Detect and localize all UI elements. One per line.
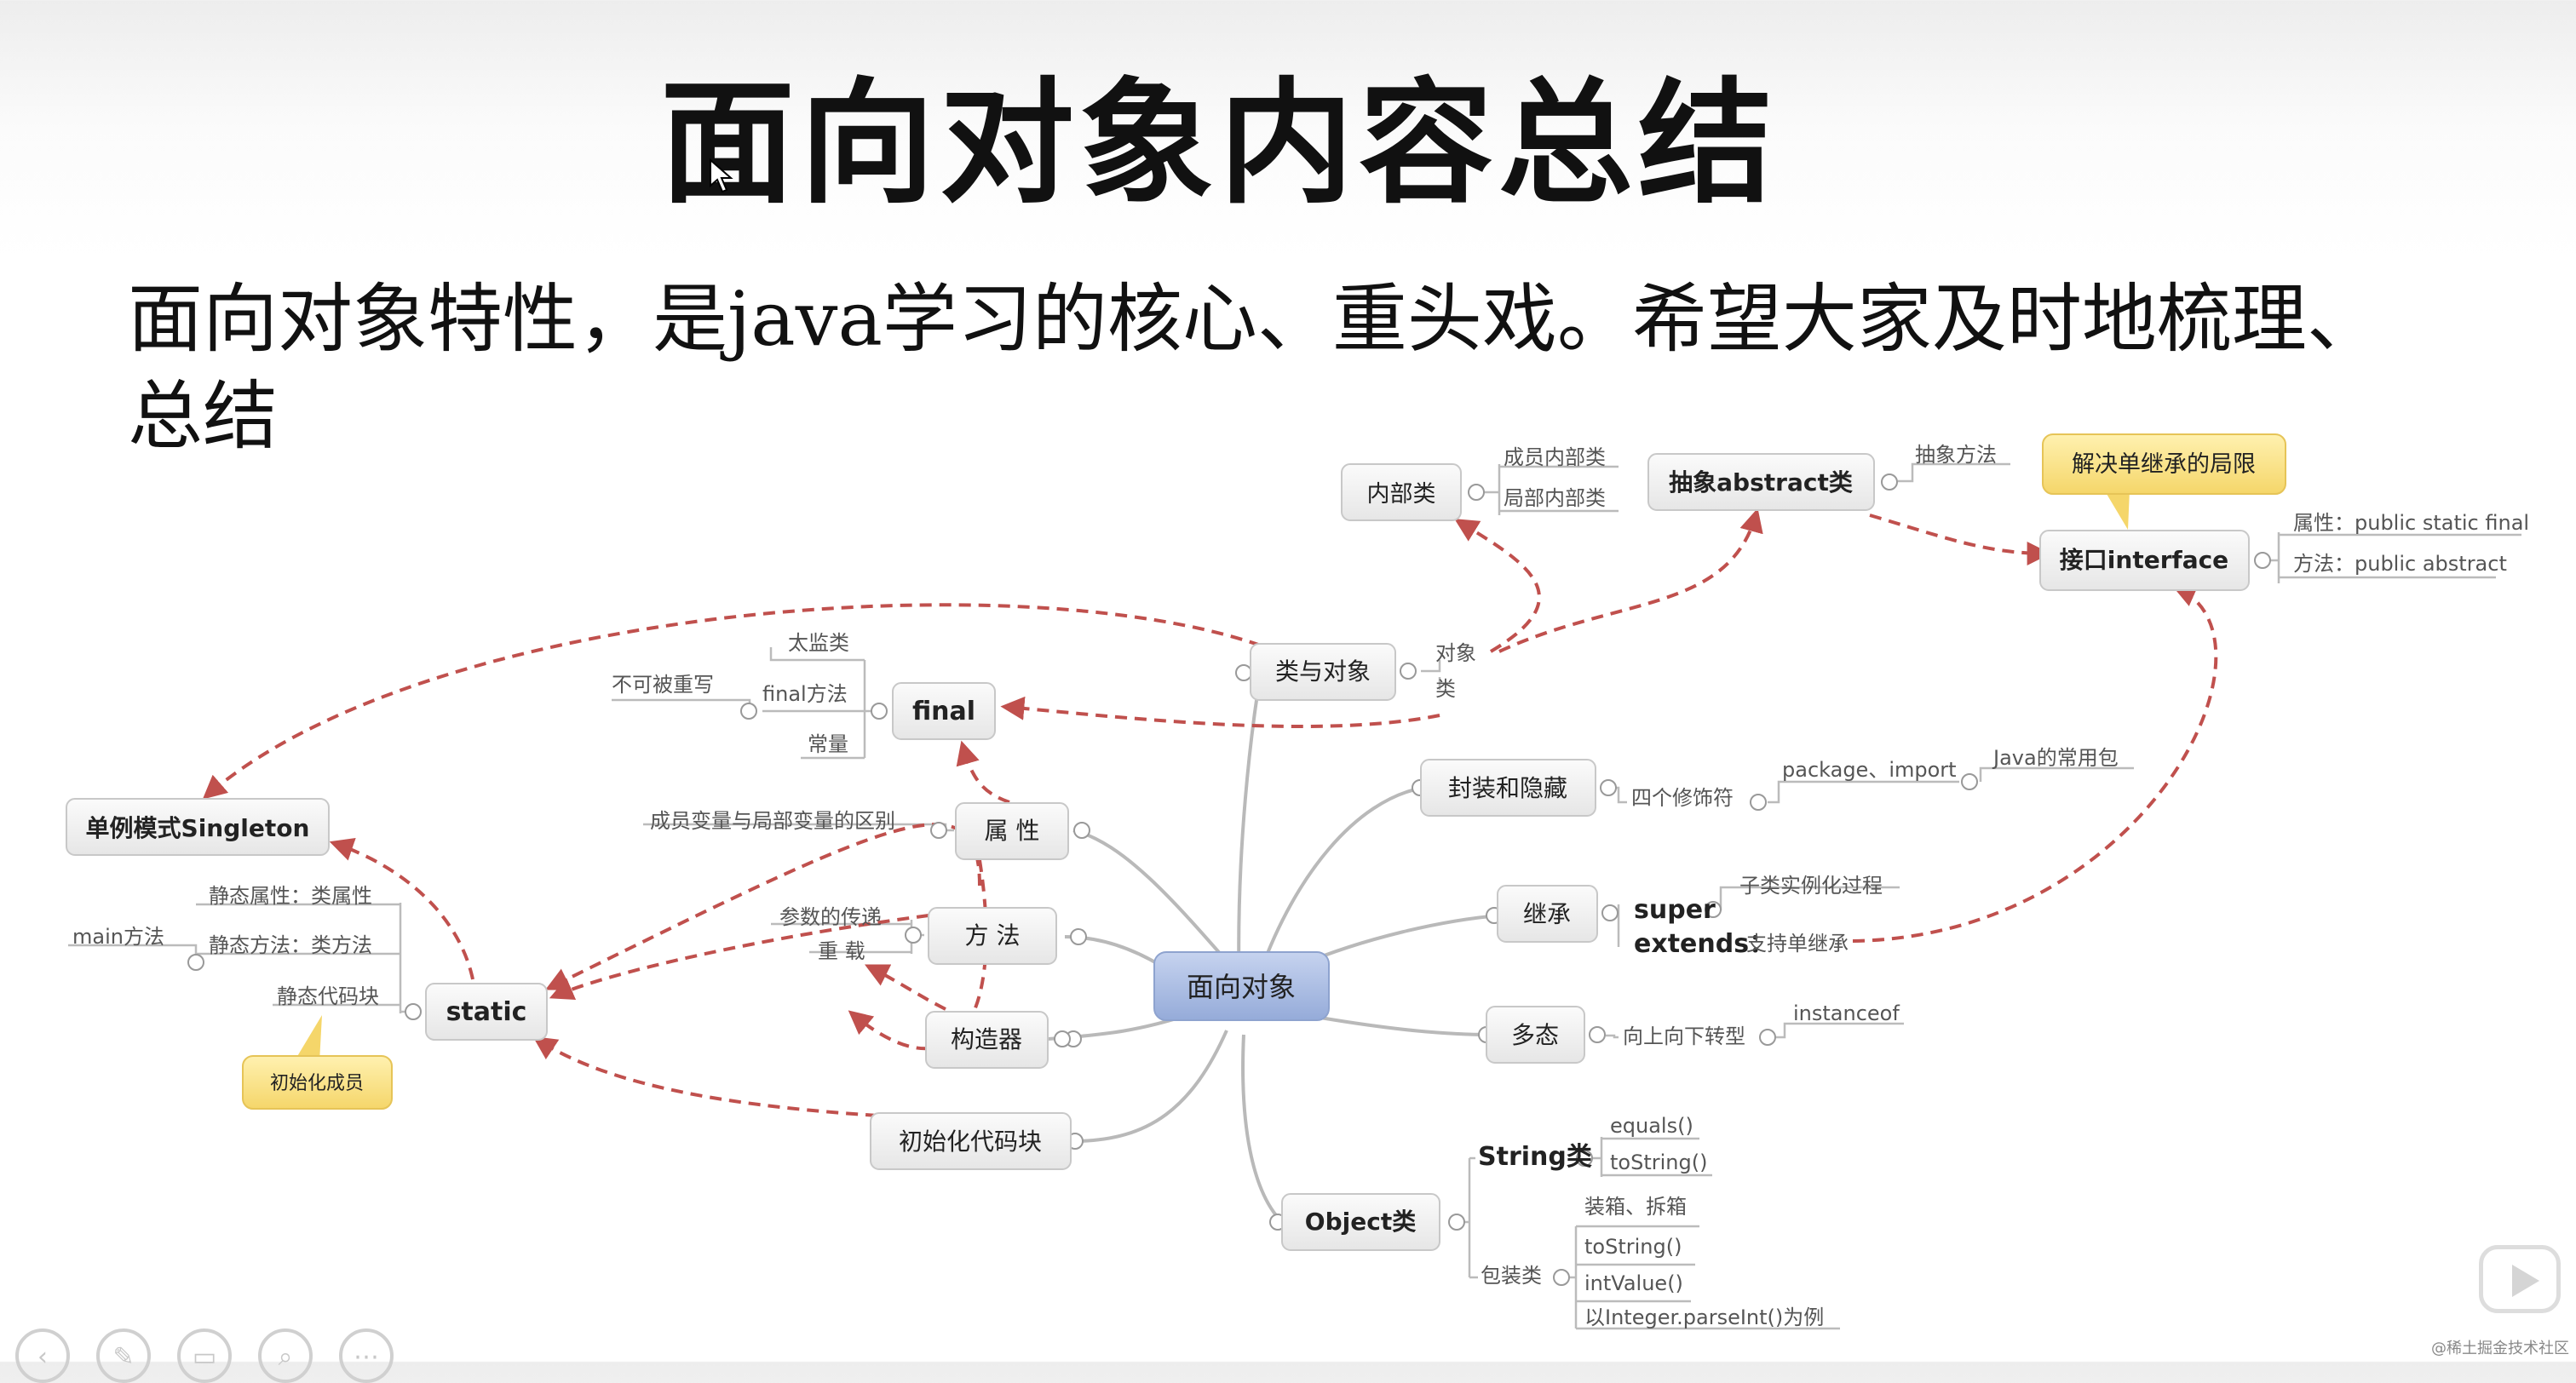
cursor-icon xyxy=(710,158,733,193)
relation-arrows xyxy=(202,508,2218,1117)
node-inner-class[interactable]: 内部类 xyxy=(1367,481,1436,508)
node-subclass-instantiation[interactable]: 子类实例化过程 xyxy=(1739,874,1883,898)
node-init-block[interactable]: 初始化代码块 xyxy=(899,1128,1042,1156)
node-constant[interactable]: 常量 xyxy=(808,732,848,756)
callout-single-inheritance: 解决单继承的局限 xyxy=(2072,451,2256,478)
node-static-method[interactable]: 静态方法：类方法 xyxy=(209,933,372,957)
node-param-passing[interactable]: 参数的传递 xyxy=(779,905,882,929)
node-member-vs-local-var[interactable]: 成员变量与局部变量的区别 xyxy=(650,809,895,833)
node-four-modifiers[interactable]: 四个修饰符 xyxy=(1631,786,1734,810)
node-constructor[interactable]: 构造器 xyxy=(951,1025,1022,1053)
node-interface-fields[interactable]: 属性：public static final xyxy=(2293,511,2529,535)
branch-lines xyxy=(1047,672,1500,1224)
node-singleton[interactable]: 单例模式Singleton xyxy=(86,814,310,842)
node-final-method[interactable]: final方法 xyxy=(762,682,848,706)
node-local-inner-class[interactable]: 局部内部类 xyxy=(1504,486,1606,510)
callout-pointer-static xyxy=(294,1015,322,1062)
node-overload[interactable]: 重 载 xyxy=(818,939,865,963)
node-object[interactable]: 对象 xyxy=(1435,641,1476,665)
node-final[interactable]: final xyxy=(912,697,975,726)
node-cannot-override[interactable]: 不可被重写 xyxy=(612,673,714,697)
node-string-class[interactable]: String类 xyxy=(1478,1142,1592,1172)
callout-pointer-interface xyxy=(2104,490,2130,530)
node-boxes xyxy=(66,433,2286,1251)
more-icon[interactable]: ⋯ xyxy=(339,1328,394,1383)
node-class[interactable]: 类 xyxy=(1435,677,1456,701)
prev-icon[interactable]: ‹ xyxy=(15,1328,70,1383)
node-wrapper-tostring[interactable]: toString() xyxy=(1584,1235,1682,1259)
node-inheritance[interactable]: 继承 xyxy=(1523,900,1571,928)
node-member-inner-class[interactable]: 成员内部类 xyxy=(1504,445,1606,469)
watermark: @稀土掘金技术社区 xyxy=(2431,1340,2569,1357)
node-string-tostring[interactable]: toString() xyxy=(1610,1151,1707,1174)
node-encapsulation[interactable]: 封装和隐藏 xyxy=(1448,774,1567,802)
node-single-inheritance[interactable]: 支持单继承 xyxy=(1746,932,1849,955)
node-extends[interactable]: extends： xyxy=(1634,929,1774,959)
node-class-object[interactable]: 类与对象 xyxy=(1275,657,1371,686)
node-main-method[interactable]: main方法 xyxy=(72,925,164,949)
screen-icon[interactable]: ▭ xyxy=(177,1328,232,1383)
node-center[interactable]: 面向对象 xyxy=(1187,971,1296,1003)
pen-icon[interactable]: ✎ xyxy=(96,1328,151,1383)
node-abstract-method[interactable]: 抽象方法 xyxy=(1915,443,1997,467)
node-interface-methods[interactable]: 方法：public abstract xyxy=(2293,552,2507,576)
page-subtitle: 面向对象特性，是java学习的核心、重头戏。希望大家及时地梳理、总结 xyxy=(128,275,2382,460)
node-common-packages[interactable]: Java的常用包 xyxy=(1992,746,2119,770)
node-wrapper-class[interactable]: 包装类 xyxy=(1481,1264,1542,1288)
node-equals[interactable]: equals() xyxy=(1610,1114,1693,1138)
node-polymorphism[interactable]: 多态 xyxy=(1511,1021,1559,1049)
node-static-field[interactable]: 静态属性：类属性 xyxy=(209,884,372,908)
node-package-import[interactable]: package、import xyxy=(1782,758,1957,782)
node-instanceof[interactable]: instanceof xyxy=(1793,1001,1900,1025)
sub-lines xyxy=(68,462,2521,1330)
node-super[interactable]: super xyxy=(1634,895,1716,925)
node-method[interactable]: 方 法 xyxy=(965,921,1021,950)
play-icon[interactable] xyxy=(2479,1245,2561,1313)
node-property[interactable]: 属 性 xyxy=(985,817,1040,845)
node-abstract-class[interactable]: 抽象abstract类 xyxy=(1669,468,1853,496)
node-interface[interactable]: 接口interface xyxy=(2060,546,2228,574)
node-object-class[interactable]: Object类 xyxy=(1305,1208,1416,1236)
node-parseint[interactable]: 以Integer.parseInt()为例 xyxy=(1584,1306,1824,1329)
node-eunuch-class[interactable]: 太监类 xyxy=(788,631,849,655)
page-title: 面向对象内容总结 xyxy=(660,66,1778,222)
callout-init-members: 初始化成员 xyxy=(270,1073,364,1094)
node-static-block[interactable]: 静态代码块 xyxy=(277,984,379,1008)
node-up-down-cast[interactable]: 向上向下转型 xyxy=(1623,1024,1745,1048)
node-boxing[interactable]: 装箱、拆箱 xyxy=(1584,1195,1687,1219)
node-static[interactable]: static xyxy=(446,997,527,1027)
zoom-icon[interactable]: ⌕ xyxy=(258,1328,313,1383)
collapse-markers xyxy=(187,473,2271,1286)
node-intvalue[interactable]: intValue() xyxy=(1584,1271,1683,1295)
